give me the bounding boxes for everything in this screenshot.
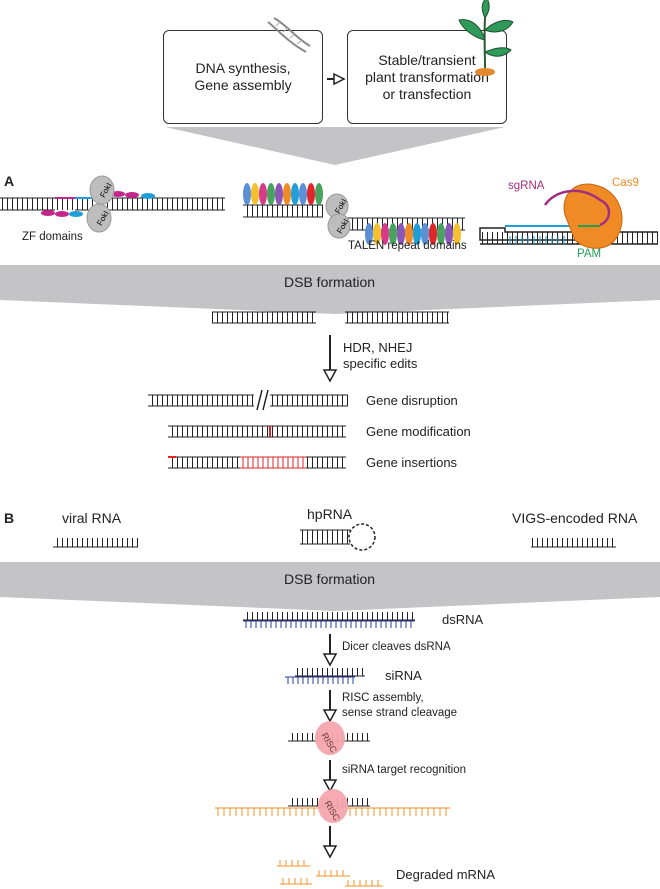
risc-complex-1: RISC — [288, 721, 370, 755]
dna-synthesis-line2: Gene assembly — [194, 77, 292, 93]
viral-rna-label: viral RNA — [62, 510, 122, 526]
gene-insertions-label: Gene insertions — [366, 455, 458, 470]
hprna-label: hpRNA — [307, 506, 353, 522]
section-a-letter: A — [4, 173, 15, 189]
risc-step-label-2: sense strand cleavage — [342, 707, 458, 719]
section-a-banner-label: DSB formation — [284, 274, 376, 290]
sgrna-label: sgRNA — [508, 180, 545, 192]
target-recognition-arrow — [322, 760, 338, 793]
section-b-letter: B — [4, 510, 15, 526]
target-recognition-label: siRNA target recognition — [342, 764, 467, 776]
talen-domains-label: TALEN repeat domains — [348, 240, 467, 252]
risc-assembly-arrow — [322, 690, 338, 723]
viral-rna-strand — [53, 538, 138, 548]
section-b-banner — [0, 562, 660, 611]
gene-disruption-dna — [148, 389, 348, 411]
section-b-banner-label: DSB formation — [284, 571, 376, 587]
risc-mrna-complex: RISC — [215, 789, 450, 823]
vigs-rna-strand — [531, 538, 616, 548]
degraded-mrna-label: Degraded mRNA — [396, 867, 495, 882]
gene-modification-dna — [168, 425, 346, 438]
fok1-talen-lower-icon: FokI — [327, 213, 351, 239]
risc-step-label-1: RISC assembly, — [342, 692, 424, 704]
sirna-strand — [285, 668, 365, 684]
plant-icon — [458, 0, 514, 76]
gene-disruption-label: Gene disruption — [366, 393, 458, 408]
repair-label-2: specific edits — [343, 356, 418, 371]
dsrna-strand — [243, 612, 415, 628]
dicer-arrow — [322, 634, 338, 667]
repair-arrow — [322, 335, 338, 383]
cas9-label: Cas9 — [612, 177, 639, 189]
dicer-step-label: Dicer cleaves dsRNA — [342, 641, 451, 653]
vigs-rna-label: VIGS-encoded RNA — [512, 510, 638, 526]
zf-domains-label: ZF domains — [22, 231, 83, 243]
transform-arrow — [327, 72, 346, 86]
transformation-line2: plant transformation — [365, 68, 489, 85]
dna-helix-icon — [267, 17, 311, 53]
gene-modification-label: Gene modification — [366, 424, 471, 439]
dsb-broken-dna — [212, 311, 449, 324]
fok1-talen-upper-icon: FokI — [325, 193, 349, 219]
degraded-mrna-fragments — [277, 860, 383, 887]
gene-insertion-dna — [168, 456, 346, 469]
dna-synthesis-line1: DNA synthesis, — [195, 60, 291, 76]
degradation-arrow — [322, 826, 338, 859]
sirna-label: siRNA — [385, 668, 422, 683]
pam-label: PAM — [577, 248, 602, 260]
section-a-banner — [0, 265, 660, 314]
hprna-hairpin — [300, 523, 376, 551]
fok1-zfn-upper-icon: FokI — [89, 175, 115, 205]
dsrna-label: dsRNA — [442, 612, 484, 627]
transformation-line3: or transfection — [382, 85, 472, 102]
talen-diagram — [243, 183, 465, 245]
repair-label-1: HDR, NHEJ — [343, 340, 413, 355]
cas9-diagram — [479, 183, 658, 249]
top-funnel — [165, 127, 505, 165]
fok1-zfn-lower-icon: FokI — [86, 203, 112, 233]
transformation-box: Stable/transient plant transformation or… — [347, 30, 507, 124]
transformation-line1: Stable/transient — [378, 51, 476, 68]
